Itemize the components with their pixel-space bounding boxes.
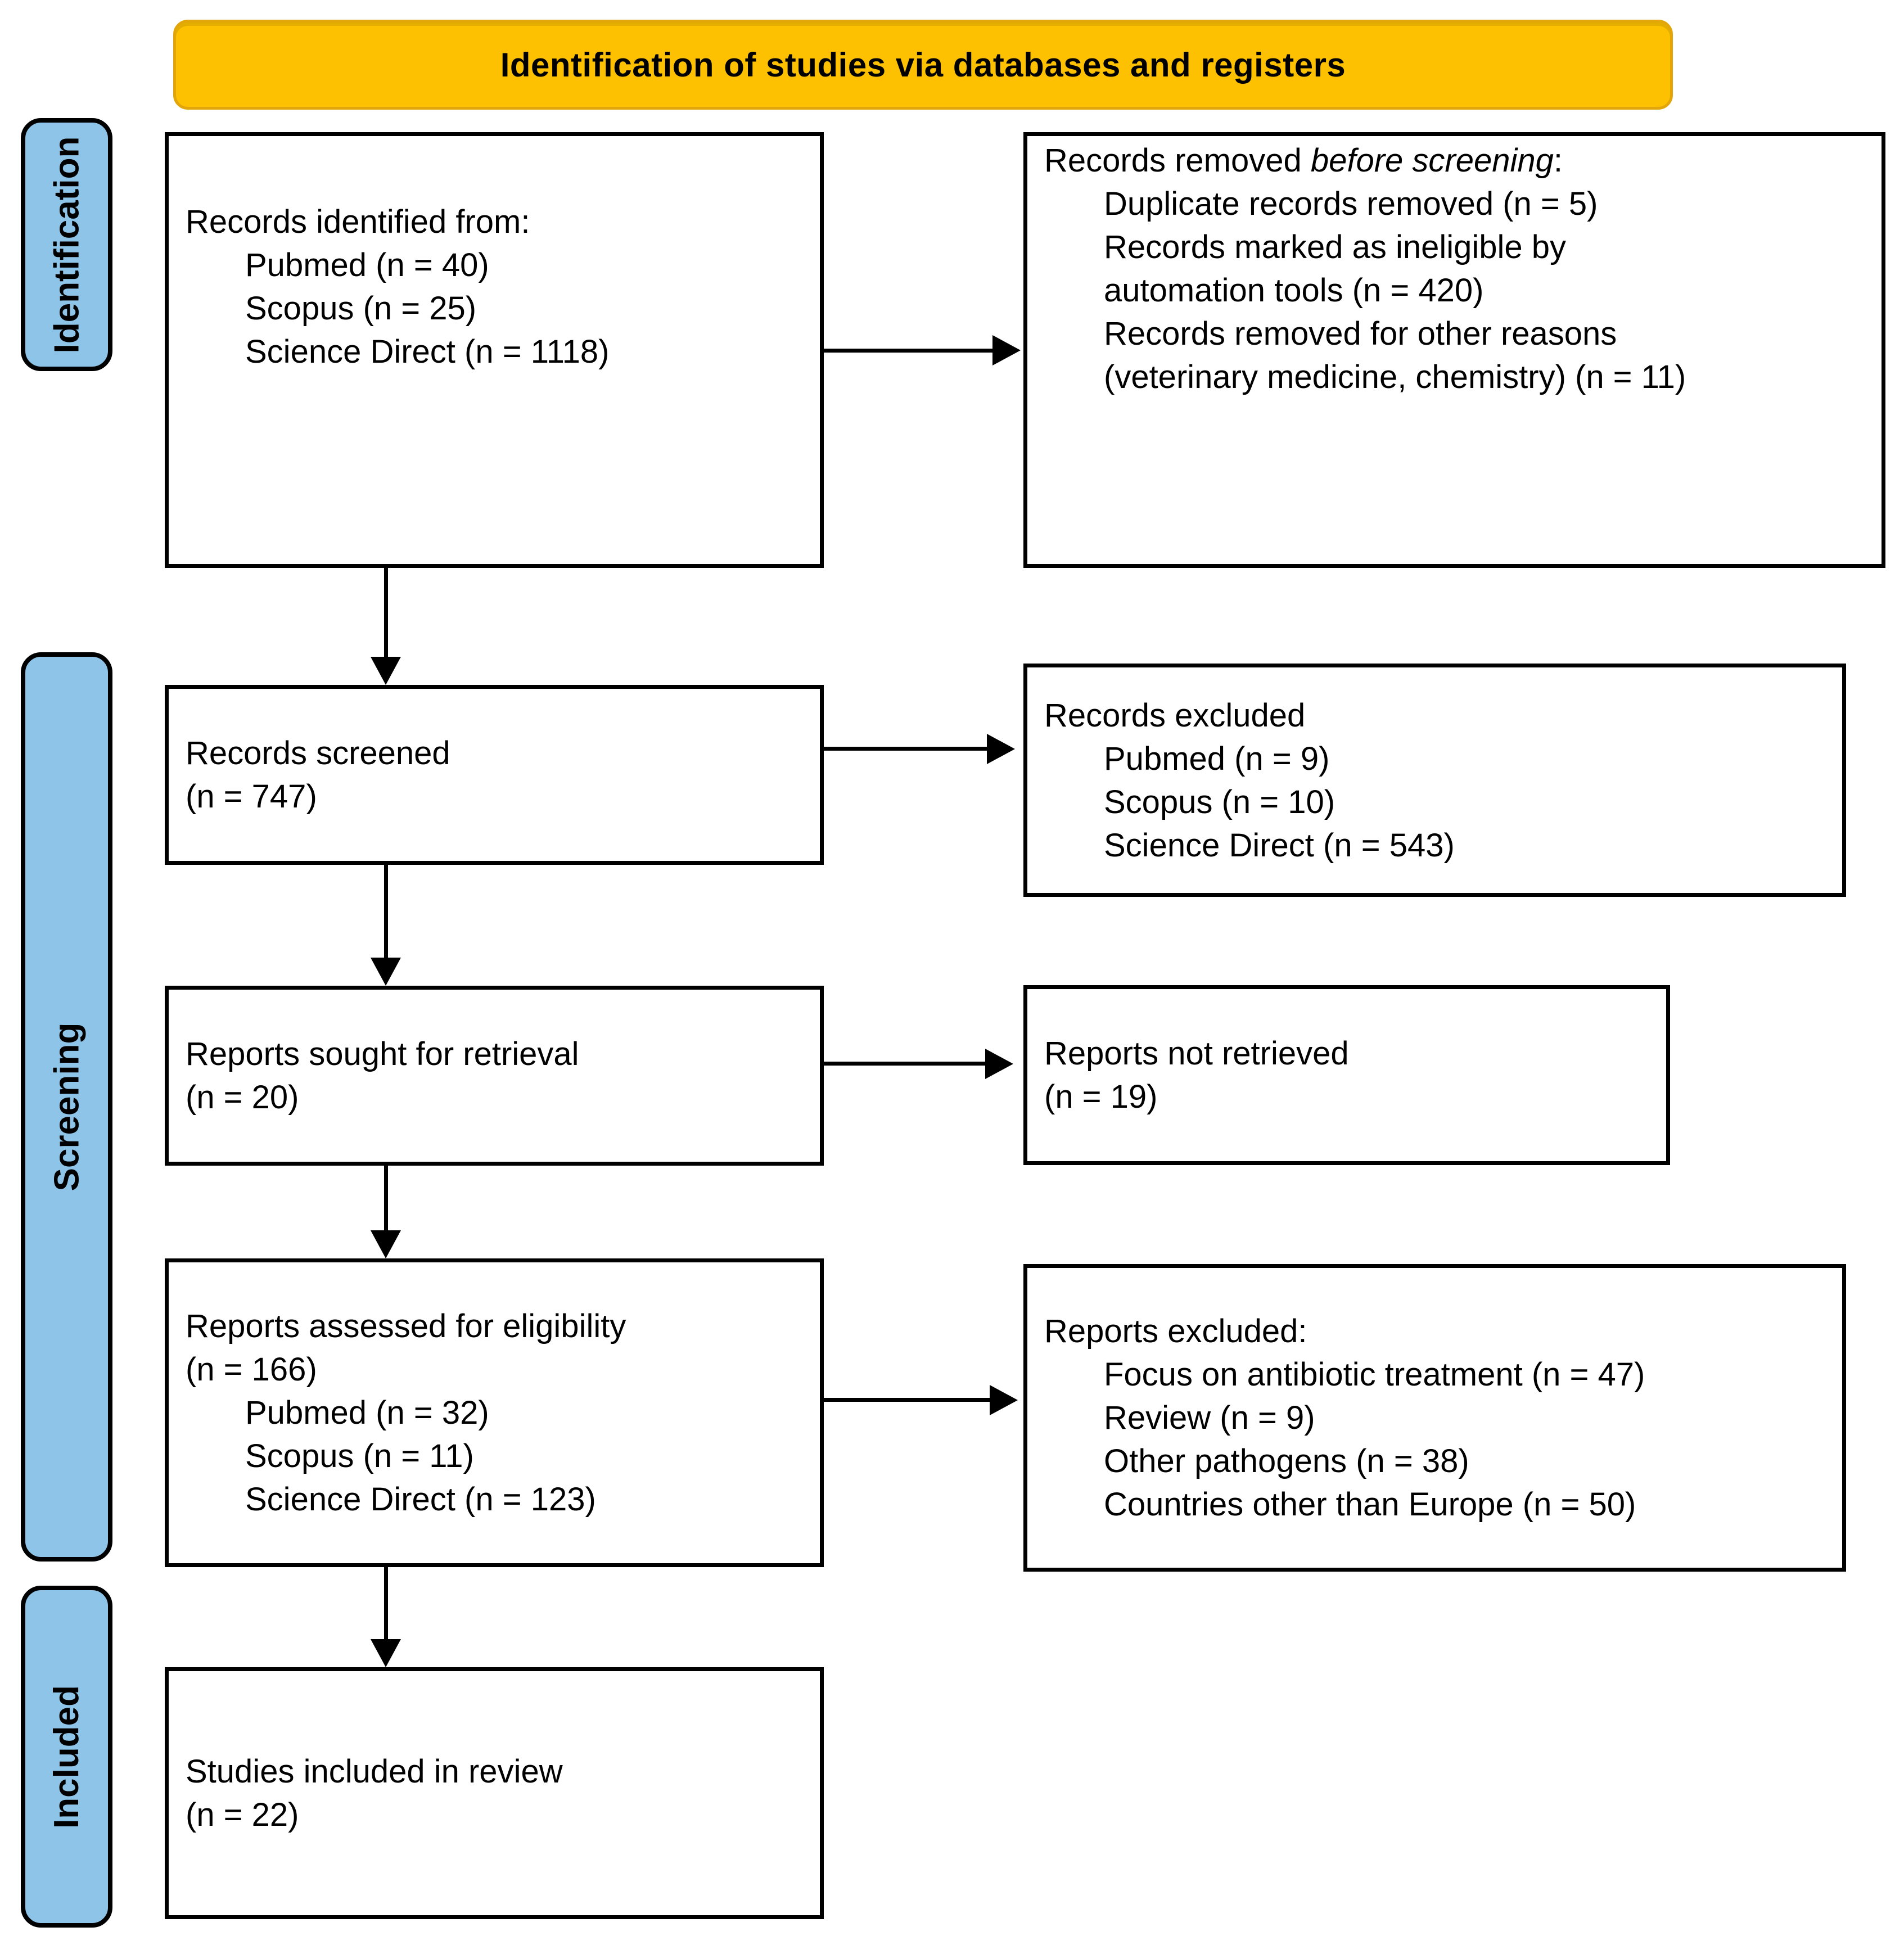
records-removed-title: Records removed before screening: [1044, 139, 1873, 182]
arrow-screened-to-sought-line [384, 865, 388, 959]
box-records-removed-before-screening: Records removed before screening: Duplic… [1023, 132, 1885, 568]
phase-identification-text: Identification [47, 136, 86, 353]
box-reports-excluded: Reports excluded: Focus on antibiotic tr… [1023, 1264, 1846, 1572]
box-records-excluded: Records excluded Pubmed (n = 9) Scopus (… [1023, 664, 1846, 897]
records-removed-title-suffix: : [1553, 142, 1563, 179]
arrow-assessed-to-included-head [371, 1639, 401, 1667]
arrow-assessed-to-reports-excluded-line [824, 1398, 990, 1402]
phase-label-identification: Identification [21, 118, 112, 371]
reports-sought-count: (n = 20) [186, 1079, 299, 1116]
records-identified-science-direct: Science Direct (n = 1118) [245, 333, 610, 370]
records-identified-title: Records identified from: [186, 204, 530, 240]
records-removed-other-line2: (veterinary medicine, chemistry) (n = 11… [1104, 358, 1686, 395]
reports-excluded-review: Review (n = 9) [1104, 1400, 1315, 1436]
box-reports-sought: Reports sought for retrieval (n = 20) [165, 986, 824, 1166]
box-studies-included: Studies included in review (n = 22) [165, 1667, 824, 1919]
records-removed-automation-line2: automation tools (n = 420) [1104, 272, 1484, 309]
studies-included-title: Studies included in review [186, 1753, 563, 1790]
records-removed-duplicates: Duplicate records removed (n = 5) [1104, 185, 1598, 222]
arrow-screened-to-excluded-line [824, 747, 987, 751]
reports-assessed-count: (n = 166) [186, 1351, 317, 1388]
reports-assessed-pubmed: Pubmed (n = 32) [245, 1395, 489, 1431]
arrow-sought-to-assessed-line [384, 1166, 388, 1231]
arrow-sought-to-not-retrieved-line [824, 1062, 985, 1066]
reports-sought-title: Reports sought for retrieval [186, 1036, 579, 1072]
reports-not-retrieved-title: Reports not retrieved [1044, 1035, 1349, 1072]
records-screened-count: (n = 747) [186, 778, 317, 815]
header-banner: Identification of studies via databases … [173, 20, 1673, 110]
arrow-screened-to-excluded-head [987, 734, 1015, 764]
phase-included-text: Included [47, 1685, 86, 1829]
header-title: Identification of studies via databases … [500, 46, 1346, 84]
arrow-identified-to-screened-head [371, 657, 401, 685]
records-removed-automation-line1: Records marked as ineligible by [1104, 228, 1567, 265]
phase-screening-text: Screening [47, 1022, 86, 1192]
records-identified-scopus: Scopus (n = 25) [245, 290, 477, 327]
phase-label-screening: Screening [21, 652, 112, 1562]
records-excluded-pubmed: Pubmed (n = 9) [1104, 740, 1330, 777]
reports-assessed-scopus: Scopus (n = 11) [245, 1438, 474, 1474]
reports-excluded-pathogens: Other pathogens (n = 38) [1104, 1443, 1469, 1479]
reports-excluded-antibiotic: Focus on antibiotic treatment (n = 47) [1104, 1356, 1645, 1393]
reports-assessed-science-direct: Science Direct (n = 123) [245, 1481, 596, 1518]
records-screened-title: Records screened [186, 735, 450, 771]
reports-not-retrieved-count: (n = 19) [1044, 1078, 1158, 1115]
box-records-screened: Records screened (n = 747) [165, 685, 824, 865]
records-identified-pubmed: Pubmed (n = 40) [245, 247, 489, 283]
arrow-screened-to-sought-head [371, 958, 401, 986]
phase-label-included: Included [21, 1586, 112, 1928]
records-removed-title-prefix: Records removed [1044, 142, 1311, 179]
box-reports-assessed: Reports assessed for eligibility (n = 16… [165, 1258, 824, 1567]
arrow-sought-to-not-retrieved-head [985, 1049, 1013, 1079]
records-removed-title-italic: before screening [1310, 142, 1554, 179]
arrow-identified-to-screened-line [384, 568, 388, 658]
arrow-identified-to-removed-line [824, 349, 992, 353]
records-excluded-title: Records excluded [1044, 697, 1306, 734]
reports-excluded-title: Reports excluded: [1044, 1313, 1307, 1350]
studies-included-count: (n = 22) [186, 1797, 299, 1833]
records-removed-other-line1: Records removed for other reasons [1104, 315, 1617, 352]
records-excluded-scopus: Scopus (n = 10) [1104, 783, 1335, 820]
arrow-assessed-to-included-line [384, 1567, 388, 1640]
arrow-assessed-to-reports-excluded-head [990, 1385, 1018, 1415]
reports-excluded-countries: Countries other than Europe (n = 50) [1104, 1486, 1636, 1523]
box-records-identified: Records identified from: Pubmed (n = 40)… [165, 132, 824, 568]
box-reports-not-retrieved: Reports not retrieved (n = 19) [1023, 985, 1670, 1165]
arrow-sought-to-assessed-head [371, 1230, 401, 1258]
reports-assessed-title: Reports assessed for eligibility [186, 1308, 626, 1344]
records-excluded-science-direct: Science Direct (n = 543) [1104, 827, 1455, 864]
arrow-identified-to-removed-head [992, 335, 1021, 365]
